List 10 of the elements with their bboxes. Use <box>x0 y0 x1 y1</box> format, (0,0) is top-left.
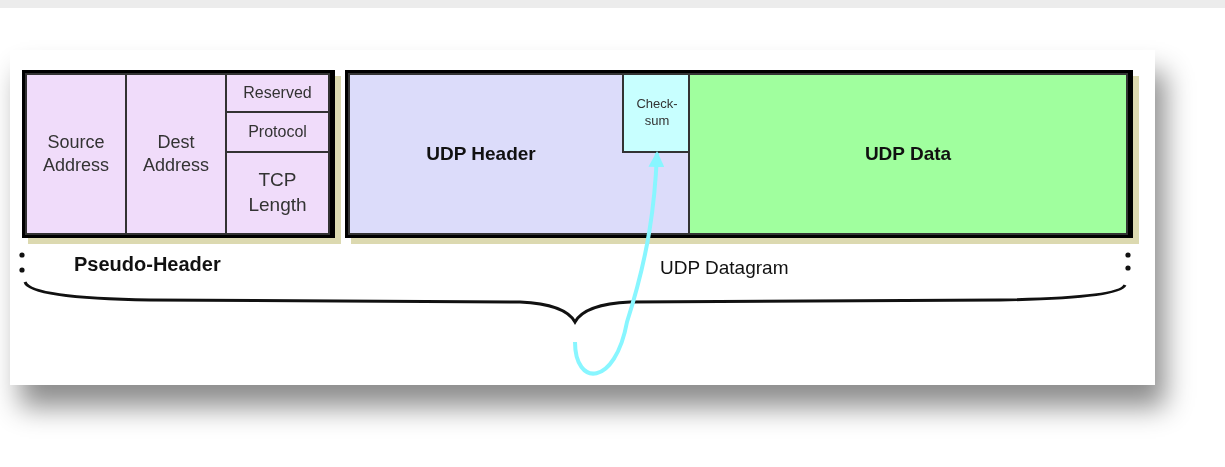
header-field: Source Address <box>25 73 127 235</box>
header-field: TCP Length <box>225 151 330 235</box>
header-field: Protocol <box>225 111 330 153</box>
group-caption: Pseudo-Header <box>74 253 221 276</box>
header-field: Dest Address <box>125 73 227 235</box>
header-field: UDP Data <box>688 73 1128 235</box>
header-field: UDP Header Check- sum <box>348 73 690 235</box>
curved-arrow <box>573 151 665 376</box>
group-caption: UDP Datagram <box>660 257 789 279</box>
header-field: Reserved <box>225 73 330 113</box>
